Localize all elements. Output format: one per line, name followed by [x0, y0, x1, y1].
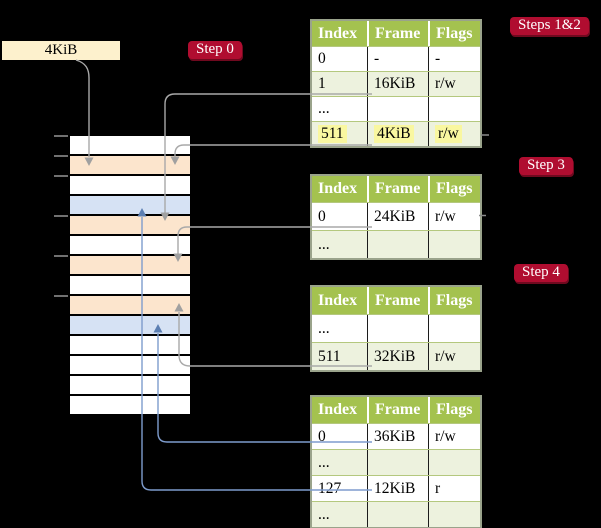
memory-row [70, 236, 190, 254]
cell-flags [428, 502, 480, 527]
memory-tick-marks [54, 135, 68, 297]
cell-index: 511 [318, 347, 341, 365]
header-index: Index [318, 24, 358, 42]
badge-steps-1-2: Steps 1&2 [510, 17, 589, 35]
memory-row [70, 316, 190, 334]
table-row: 127 12KiB r [312, 475, 480, 501]
cell-index: ... [318, 100, 330, 117]
cell-frame: 16KiB [367, 72, 428, 96]
cell-index: 127 [318, 479, 342, 497]
table-row: 511 32KiB r/w [312, 342, 480, 370]
frame-size-box: 4KiB [2, 41, 120, 60]
badge-step-3: Step 3 [519, 157, 573, 175]
memory-row [70, 376, 190, 394]
header-frame: Frame [367, 287, 428, 314]
table-row: ... [312, 96, 480, 121]
table-row: ... [312, 501, 480, 527]
header-flags: Flags [428, 21, 480, 46]
cell-index: ... [318, 505, 330, 523]
cell-flags: r/w [428, 424, 480, 449]
cell-frame [367, 450, 428, 475]
page-table-2: Index Frame Flags 0 24KiB r/w ... [310, 174, 482, 260]
cell-flags: r/w [428, 72, 480, 96]
table-row: ... [312, 449, 480, 475]
cell-frame [367, 315, 428, 342]
cell-index: ... [318, 319, 330, 337]
cell-flags: r/w [428, 122, 480, 146]
cell-index: 1 [318, 75, 326, 92]
memory-row [70, 256, 190, 274]
cell-index: 0 [318, 427, 326, 445]
header-frame: Frame [367, 21, 428, 46]
cell-frame: 12KiB [367, 476, 428, 501]
memory-row [70, 156, 190, 174]
cell-flags [428, 450, 480, 475]
header-index: Index [318, 401, 358, 418]
cell-flags: r/w [428, 343, 480, 370]
page-table-3: Index Frame Flags ... 511 32KiB r/w [310, 285, 482, 372]
memory-row [70, 176, 190, 194]
cell-frame: 24KiB [367, 203, 428, 230]
cell-frame: 32KiB [367, 343, 428, 370]
cell-flags: r/w [428, 203, 480, 230]
header-index: Index [318, 291, 358, 309]
memory-row [70, 196, 190, 214]
cell-frame [367, 97, 428, 121]
table-row: ... [312, 314, 480, 342]
cell-frame: - [367, 47, 428, 71]
highlight: 4KiB [374, 125, 414, 143]
cell-frame [367, 231, 428, 258]
cell-frame [367, 502, 428, 527]
table-header-row: Index Frame Flags [312, 287, 480, 314]
cell-index: 0 [318, 50, 326, 67]
header-flags: Flags [428, 397, 480, 423]
table-row: 1 16KiB r/w [312, 71, 480, 96]
memory-row [70, 276, 190, 294]
cell-flags [428, 97, 480, 121]
header-frame: Frame [367, 397, 428, 423]
cell-flags [428, 315, 480, 342]
cell-index: ... [318, 453, 330, 471]
header-frame: Frame [367, 176, 428, 202]
memory-row [70, 136, 190, 154]
highlight: r/w [435, 125, 462, 143]
table-row-highlighted: 511 4KiB r/w [312, 121, 480, 146]
table-row: ... [312, 230, 480, 258]
cell-flags: r [428, 476, 480, 501]
table-row: 0 - - [312, 46, 480, 71]
physical-memory-column [70, 136, 190, 416]
table-row: 0 36KiB r/w [312, 423, 480, 449]
badge-step-0: Step 0 [188, 41, 242, 59]
header-flags: Flags [428, 176, 480, 202]
page-table-4: Index Frame Flags 0 36KiB r/w ... 127 12… [310, 395, 482, 528]
memory-row [70, 296, 190, 314]
memory-row [70, 216, 190, 234]
cell-index: 0 [318, 207, 326, 225]
table-header-row: Index Frame Flags [312, 176, 480, 202]
header-flags: Flags [428, 287, 480, 314]
header-index: Index [318, 180, 358, 197]
cell-frame: 36KiB [367, 424, 428, 449]
table-header-row: Index Frame Flags [312, 21, 480, 46]
cell-index: ... [318, 235, 330, 253]
memory-row [70, 336, 190, 354]
cell-flags [428, 231, 480, 258]
memory-row [70, 396, 190, 414]
highlight: 511 [318, 125, 347, 143]
table-header-row: Index Frame Flags [312, 397, 480, 423]
cell-frame: 4KiB [367, 122, 428, 146]
table-row: 0 24KiB r/w [312, 202, 480, 230]
badge-step-4: Step 4 [514, 264, 568, 282]
memory-row [70, 356, 190, 374]
page-table-1: Index Frame Flags 0 - - 1 16KiB r/w ... … [310, 19, 482, 148]
cell-flags: - [428, 47, 480, 71]
cell-index: 511 [312, 122, 367, 146]
